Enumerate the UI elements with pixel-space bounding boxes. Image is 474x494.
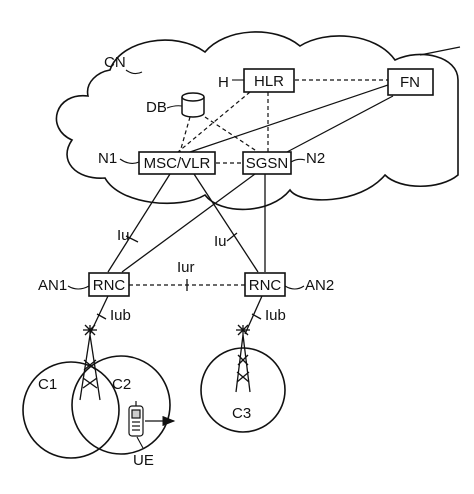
dashed-links <box>129 79 388 286</box>
rnc1-box <box>88 272 130 297</box>
n1-label: N1 <box>98 150 117 167</box>
link-db-sgsn <box>204 116 259 153</box>
cloud-exit-line <box>419 46 461 56</box>
mobile-phone-icon <box>128 401 144 437</box>
sgsn-box <box>242 151 292 175</box>
iub1-tick <box>96 313 107 320</box>
iu-right-tick <box>226 232 238 242</box>
fn-box <box>387 68 434 96</box>
rnc1-label: RNC <box>93 277 126 294</box>
cell-c1 <box>22 361 120 459</box>
link-fn-msc <box>189 84 389 153</box>
antenna-mast-1-icon <box>79 324 101 401</box>
link-db-msc <box>179 116 191 153</box>
h-label: H <box>218 74 229 91</box>
link-fn-sgsn <box>286 95 394 153</box>
link-sgsn-rnc1 <box>121 173 256 273</box>
iub2-tick <box>251 313 262 320</box>
antenna-mast-2-icon <box>235 324 251 393</box>
ue-label: UE <box>133 452 154 469</box>
an2-label: AN2 <box>305 277 334 294</box>
database-icon <box>181 92 205 118</box>
cell-c3 <box>200 347 286 433</box>
c3-label: C3 <box>232 405 251 422</box>
rnc2-box <box>244 272 286 297</box>
link-msc-rnc2 <box>193 173 259 273</box>
leader-lines <box>67 69 306 290</box>
fn-label: FN <box>400 74 420 91</box>
iu-left-tick <box>125 235 139 243</box>
msc-vlr-label: MSC/VLR <box>144 155 211 172</box>
iu-right-label: Iu <box>214 233 227 250</box>
ue-leader-line <box>136 436 144 449</box>
link-msc-rnc1 <box>107 173 171 273</box>
iu-left-label: Iu <box>117 227 130 244</box>
msc-vlr-box <box>138 151 216 175</box>
core-network-cloud <box>55 31 459 211</box>
cn-label: CN <box>104 54 126 71</box>
rnc2-label: RNC <box>249 277 282 294</box>
n2-label: N2 <box>306 150 325 167</box>
hlr-label: HLR <box>254 73 284 90</box>
fn-links <box>189 84 394 153</box>
iub1-label: Iub <box>110 307 131 324</box>
iu-links <box>107 173 266 291</box>
c1-label: C1 <box>38 376 57 393</box>
sgsn-label: SGSN <box>246 155 289 172</box>
iub2-label: Iub <box>265 307 286 324</box>
db-label: DB <box>146 99 167 116</box>
cell-c2 <box>71 355 171 455</box>
link-hlr-msc <box>177 91 251 153</box>
c2-label: C2 <box>112 376 131 393</box>
iur-label: Iur <box>177 259 195 276</box>
an1-label: AN1 <box>38 277 67 294</box>
